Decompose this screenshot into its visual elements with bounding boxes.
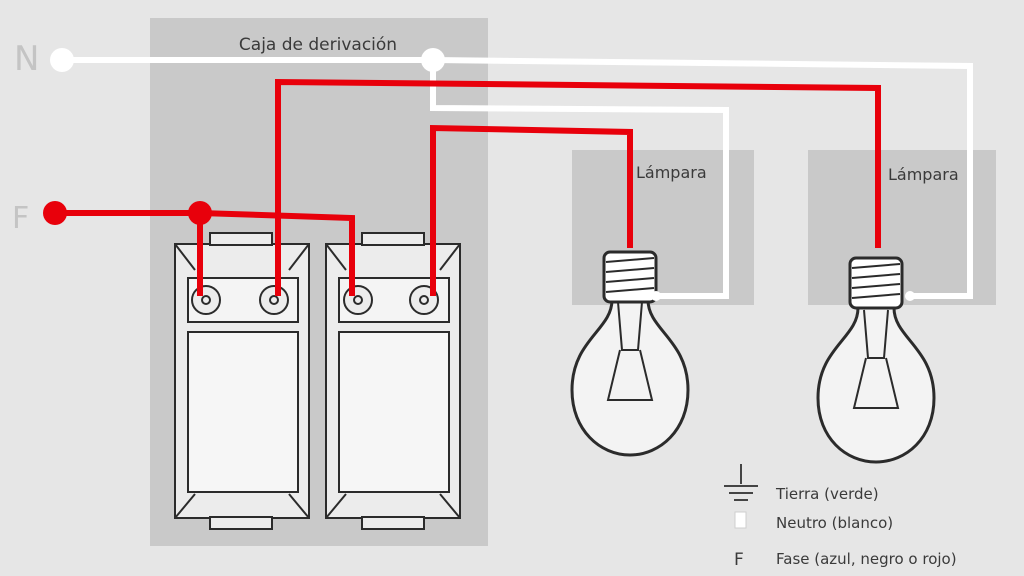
phase-letter: F xyxy=(12,201,29,236)
legend-phase-symbol: F xyxy=(734,550,744,570)
legend-neutral-text: Neutro (blanco) xyxy=(776,514,893,532)
ground-symbol-icon xyxy=(724,464,758,501)
lamp-2-label: Lámpara xyxy=(888,165,959,184)
neutral-wires xyxy=(62,57,973,299)
neutral-letter: N xyxy=(14,39,39,79)
light-bulb-1-icon xyxy=(570,250,690,457)
switch-2 xyxy=(325,232,461,530)
legend-ground-text: Tierra (verde) xyxy=(775,485,879,503)
lamp-1-label: Lámpara xyxy=(636,163,707,182)
lamp-2-neutral-terminal xyxy=(905,291,915,301)
neutral-symbol-icon xyxy=(734,511,747,529)
legend: Tierra (verde) Neutro (blanco) F Fase (a… xyxy=(724,464,957,570)
light-bulb-2-icon xyxy=(816,256,936,464)
neutral-junction-node xyxy=(421,48,445,72)
legend-phase-text: Fase (azul, negro o rojo) xyxy=(776,550,957,568)
phase-junction-node xyxy=(188,201,212,225)
lamp-1-neutral-terminal xyxy=(651,291,661,301)
phase-wires xyxy=(55,78,881,296)
phase-source-node xyxy=(43,201,67,225)
neutral-source-node xyxy=(50,48,74,72)
junction-box-label: Caja de derivación xyxy=(239,35,397,55)
switch-1 xyxy=(174,232,310,530)
